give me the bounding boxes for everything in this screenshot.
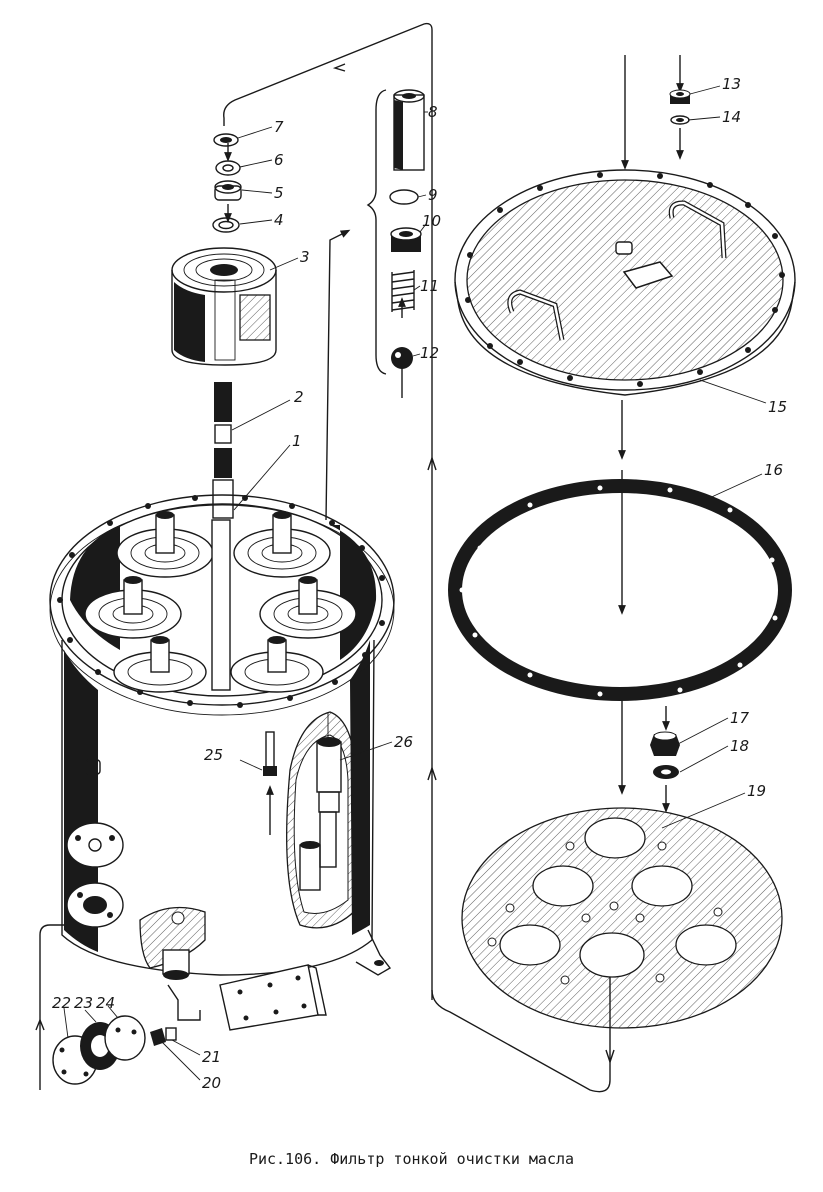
part-5-nut [214,180,242,201]
part-6-washer [215,160,241,176]
inlet-flange [66,759,124,928]
part-26-tube [299,737,342,891]
part-18-washer [653,765,679,779]
label-17: 17 [730,709,750,727]
inner-filter-elements [84,511,357,693]
bracket [366,89,387,375]
label-3: 3 [300,248,310,266]
part-7-nut [213,133,239,147]
label-20: 20 [202,1074,221,1092]
label-13: 13 [722,75,741,93]
drain-assembly [139,906,206,1021]
part-11-spring [391,270,415,312]
part-labels: 7 6 5 4 3 2 1 8 9 10 11 12 13 14 15 16 1… [52,75,787,1092]
label-7: 7 [274,118,284,136]
label-15: 15 [768,398,787,416]
label-6: 6 [274,151,284,169]
label-9: 9 [428,186,438,204]
part-25-bolt [263,731,277,776]
side-cover-plate [219,964,327,1031]
part-13-nut [669,89,691,104]
foot [355,929,392,976]
part-24-flange [104,1015,146,1061]
label-21: 21 [202,1048,221,1066]
label-16: 16 [764,461,783,479]
label-18: 18 [730,737,749,755]
part-17-nut [650,731,680,756]
label-25: 25 [204,746,223,764]
part-9-ring [389,189,419,205]
label-24: 24 [96,994,115,1012]
part-19-plate [461,807,783,1029]
label-4: 4 [274,211,284,229]
leader-lines [63,85,767,1081]
oil-flow-lines [35,22,684,1093]
label-8: 8 [428,103,438,121]
label-19: 19 [747,782,766,800]
label-11: 11 [420,277,439,295]
figure-caption: Рис.106. Фильтр тонкой очистки масла [248,1150,575,1168]
label-26: 26 [394,733,413,751]
label-5: 5 [274,184,284,202]
label-2: 2 [294,388,304,406]
part-3-filter-element [171,247,277,366]
part-12-ball [391,347,413,369]
label-10: 10 [422,212,441,230]
label-1: 1 [292,432,302,450]
part-14-washer [670,115,690,125]
part-2-spring-tube [212,382,234,519]
label-23: 23 [74,994,93,1012]
part-8-piston [393,89,425,171]
part-16-gasket [448,479,792,701]
part-4-gasket [212,217,240,233]
cutaway-window [286,711,357,929]
label-22: 22 [52,994,71,1012]
label-12: 12 [420,344,439,362]
label-14: 14 [722,108,741,126]
part-15-cover [454,169,796,396]
part-10-sleeve [390,227,422,252]
